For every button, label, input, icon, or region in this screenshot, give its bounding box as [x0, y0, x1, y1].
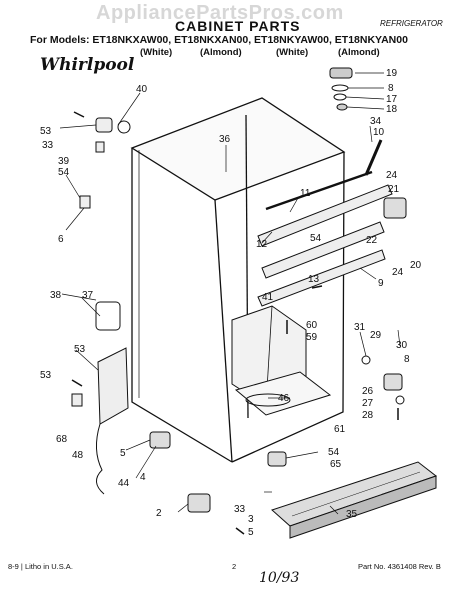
- callout-9: 9: [378, 278, 384, 289]
- callout-36: 36: [219, 134, 231, 145]
- callout-59: 59: [306, 332, 318, 343]
- callout-8-right: 8: [404, 354, 410, 365]
- watermark: AppliancePartsPros.com: [96, 2, 344, 24]
- callout-8: 8: [388, 83, 394, 94]
- callout-27: 27: [362, 398, 374, 409]
- callout-40: 40: [136, 84, 148, 95]
- callout-24-top: 24: [386, 170, 398, 181]
- callout-46: 46: [278, 393, 290, 404]
- shelf-rails: [257, 139, 393, 307]
- callout-29: 29: [370, 330, 382, 341]
- brand-refrigerator-label: REFRIGERATOR: [380, 19, 443, 28]
- callout-65: 65: [330, 459, 342, 470]
- callout-2: 2: [156, 508, 162, 519]
- callout-19: 19: [386, 68, 398, 79]
- model-color-2: (Almond): [200, 47, 242, 58]
- footer-page-number: 2: [232, 562, 237, 571]
- callout-20: 20: [410, 260, 422, 271]
- handwritten-date: 10/93: [259, 570, 300, 586]
- footer-part-number: Part No. 4361408 Rev. B: [358, 562, 441, 571]
- callout-6: 6: [58, 234, 64, 245]
- callout-22: 22: [366, 235, 378, 246]
- model-color-1: (White): [140, 47, 173, 58]
- callout-41: 41: [262, 292, 274, 303]
- callout-54-left: 54: [58, 167, 70, 178]
- base-grille: [271, 461, 438, 539]
- callout-54-mid: 54: [310, 233, 322, 244]
- leader-lines: [59, 72, 401, 515]
- callout-21: 21: [388, 184, 400, 195]
- callout-numbers: 40 36 19 8 17 18 34 10 53 33 39 54 6 11 …: [40, 68, 422, 538]
- callout-3: 3: [248, 514, 254, 525]
- callout-17: 17: [386, 94, 398, 105]
- callout-44: 44: [118, 478, 130, 489]
- callout-54-low: 54: [328, 447, 340, 458]
- callout-4: 4: [140, 472, 146, 483]
- callout-26: 26: [362, 386, 374, 397]
- model-color-3: (White): [276, 47, 309, 58]
- callout-12: 12: [256, 239, 268, 250]
- page-title: CABINET PARTS: [175, 18, 301, 34]
- callout-53-low: 53: [40, 370, 52, 381]
- callout-5-left: 5: [120, 448, 126, 459]
- callout-10: 10: [373, 127, 385, 138]
- whirlpool-logo: Whirlpool: [40, 55, 135, 75]
- callout-33-low: 33: [234, 504, 246, 515]
- callout-30: 30: [396, 340, 408, 351]
- callout-5-low: 5: [248, 527, 254, 538]
- callout-53-mid: 53: [74, 344, 86, 355]
- footer-print-info: 8-9 | Litho in U.S.A.: [8, 562, 73, 571]
- control-box: [71, 117, 131, 495]
- callout-53-top: 53: [40, 126, 52, 137]
- callout-18: 18: [386, 104, 398, 115]
- callout-24-right: 24: [392, 267, 404, 278]
- models-line: For Models: ET18NKXAW00, ET18NKXAN00, ET…: [30, 34, 408, 46]
- callout-60: 60: [306, 320, 318, 331]
- callout-39: 39: [58, 156, 70, 167]
- roller-assemblies: [149, 197, 407, 513]
- screws: [71, 111, 399, 535]
- callout-37: 37: [82, 290, 94, 301]
- top-hinge-hardware: [329, 67, 353, 111]
- callout-68: 68: [56, 434, 68, 445]
- callout-11: 11: [300, 188, 311, 199]
- callout-34: 34: [370, 116, 382, 127]
- callout-13: 13: [308, 274, 320, 285]
- callout-61: 61: [334, 424, 346, 435]
- callout-28: 28: [362, 410, 374, 421]
- callout-35: 35: [346, 509, 358, 520]
- callout-48: 48: [72, 450, 84, 461]
- model-color-4: (Almond): [338, 47, 380, 58]
- callout-33-top: 33: [42, 140, 54, 151]
- callout-31: 31: [354, 322, 366, 333]
- callout-38: 38: [50, 290, 62, 301]
